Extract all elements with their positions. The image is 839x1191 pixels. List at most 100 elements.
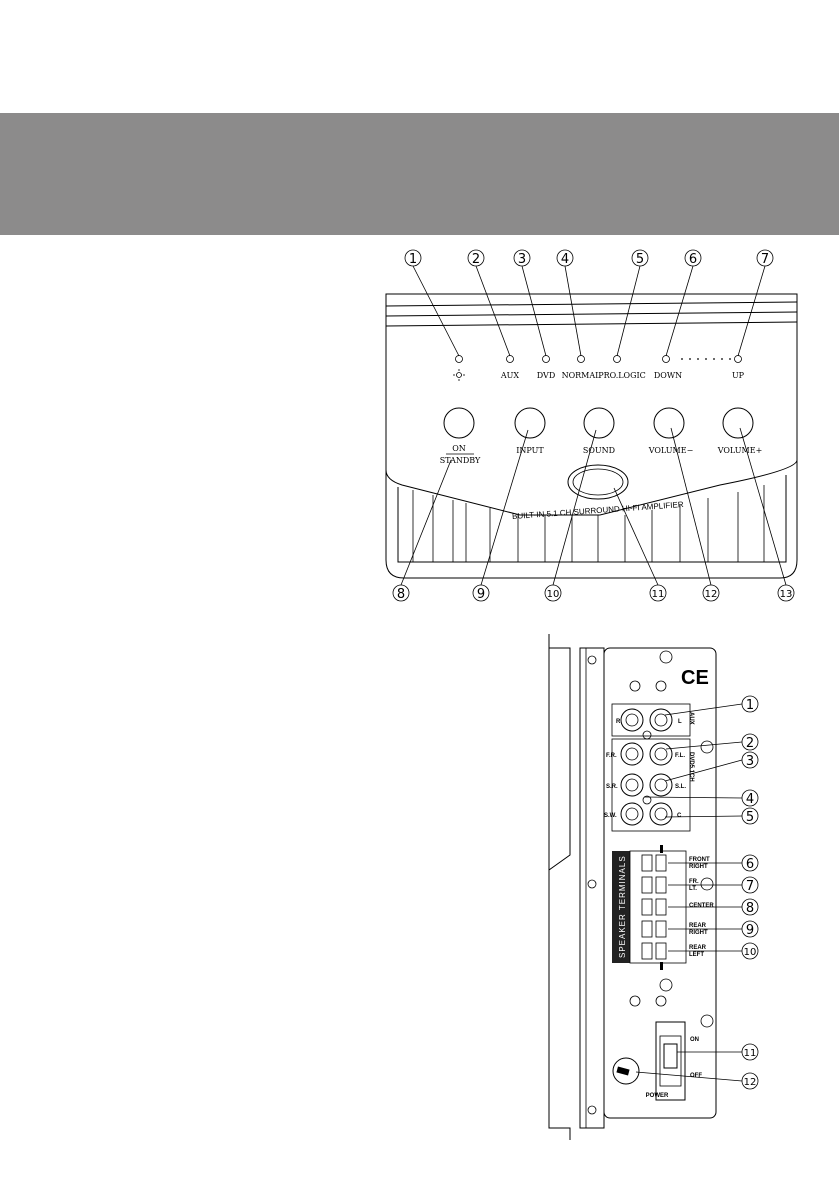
rail-screw <box>587 655 597 665</box>
rear-callout-8: 8 <box>746 901 754 916</box>
plate-screw <box>629 680 641 692</box>
terminal-5-line1: REAR <box>689 945 707 951</box>
up-indicator-label: UP <box>732 371 745 380</box>
terminal-clip[interactable] <box>655 920 667 938</box>
power-inlet[interactable] <box>612 1057 640 1085</box>
input-button[interactable] <box>514 407 546 439</box>
power-inlet-slot <box>616 1066 630 1076</box>
sound-button[interactable] <box>583 407 615 439</box>
fr-jack[interactable] <box>620 742 644 766</box>
front-callout-6: 6 <box>689 252 697 267</box>
callout-circle <box>741 695 759 713</box>
terminal-clip[interactable] <box>641 942 653 960</box>
panel-stripe <box>385 321 798 327</box>
terminal-clip[interactable] <box>641 876 653 894</box>
callout-circle <box>702 584 720 602</box>
front-callout-10: 10 <box>547 589 560 600</box>
standby-button[interactable] <box>443 407 475 439</box>
aux-label: AUX <box>688 712 694 725</box>
aux-led <box>506 355 514 363</box>
rear-plate <box>603 647 717 1119</box>
sw-label: S.W. <box>604 813 617 819</box>
front-callout-11: 11 <box>652 589 665 600</box>
front-panel-diagram: 1 2 3 4 5 6 7 <box>385 249 798 602</box>
terminal-clip[interactable] <box>655 898 667 916</box>
plate-screw <box>659 650 673 664</box>
front-callout-12: 12 <box>705 589 718 600</box>
terminal-clip[interactable] <box>641 898 653 916</box>
callout-circle <box>741 942 759 960</box>
front-leaders-bottom <box>400 427 787 586</box>
speaker-terminals-title: SPEAKER TERMINALS <box>618 855 627 958</box>
callout-circle <box>741 1072 759 1090</box>
prologic-led <box>613 355 621 363</box>
terminal-clip[interactable] <box>655 854 667 872</box>
speaker-terminal-rows <box>641 854 667 960</box>
terminal-1-line1: FRONT <box>689 857 710 863</box>
normal-led <box>577 355 585 363</box>
rear-cut-edge <box>548 634 571 1140</box>
ce-mark: CE <box>681 667 709 689</box>
sw-jack[interactable] <box>620 802 644 826</box>
down-indicator-label: DOWN <box>654 371 682 380</box>
panel-stripe <box>385 301 798 307</box>
plate-screw <box>700 1014 714 1028</box>
speaker-terminal-block <box>629 850 687 964</box>
fl-jack[interactable] <box>649 742 673 766</box>
fr-label: F.R. <box>606 753 617 759</box>
aux-indicator-label: AUX <box>500 371 520 380</box>
volume-down-led <box>662 355 670 363</box>
front-leaders-top <box>412 265 766 357</box>
terminal-clip[interactable] <box>641 920 653 938</box>
rear-callout-10: 10 <box>744 947 757 958</box>
rear-leaders <box>635 703 743 1082</box>
front-callouts-top: 1 2 3 4 5 6 7 <box>404 249 774 267</box>
panel-stripe <box>385 311 798 317</box>
terminal-4-line1: REAR <box>689 923 707 929</box>
terminal-tab <box>660 845 663 853</box>
callout-circle <box>741 751 759 769</box>
callout-circle <box>741 898 759 916</box>
fl-label: F.L. <box>675 753 685 759</box>
rear-callout-5: 5 <box>746 810 754 825</box>
aux-r-jack[interactable] <box>620 708 644 732</box>
remote-sensor-window <box>567 464 629 500</box>
grille-slots <box>412 485 765 562</box>
terminal-1-line2: RIGHT <box>689 864 708 870</box>
front-callout-5: 5 <box>636 252 644 267</box>
volume-down-label: VOLUME− <box>648 446 694 455</box>
volume-up-button[interactable] <box>722 407 754 439</box>
on-label: ON <box>452 444 466 453</box>
plate-screw <box>700 877 714 891</box>
callout-circle <box>741 807 759 825</box>
rear-callout-12: 12 <box>744 1077 757 1088</box>
speaker-terminals-banner <box>612 851 630 963</box>
standby-label: STANDBY <box>440 456 481 465</box>
rear-callout-9: 9 <box>746 923 754 938</box>
aux-l-jack[interactable] <box>649 708 673 732</box>
terminal-clip[interactable] <box>641 854 653 872</box>
aux-block <box>611 703 691 737</box>
center-jack[interactable] <box>649 802 673 826</box>
terminal-2-line2: LT. <box>689 886 697 892</box>
sr-jack[interactable] <box>620 773 644 797</box>
front-callout-3: 3 <box>518 252 526 267</box>
prologic-indicator-label: PRO.LOGIC <box>598 371 646 380</box>
volume-down-button[interactable] <box>653 407 685 439</box>
indicator-leds <box>455 355 742 363</box>
c-label: C <box>677 813 682 819</box>
front-callout-7: 7 <box>761 252 769 267</box>
rear-callout-4: 4 <box>746 792 754 807</box>
plate-screw <box>629 995 641 1007</box>
terminal-clip[interactable] <box>655 942 667 960</box>
header-band <box>0 113 839 235</box>
standby-sun-icon <box>453 369 465 381</box>
callout-circle <box>741 789 759 807</box>
callout-circle <box>741 920 759 938</box>
rail-screw <box>587 879 597 889</box>
power-switch[interactable] <box>663 1043 678 1069</box>
sl-jack[interactable] <box>649 773 673 797</box>
volume-level-dots <box>681 358 731 360</box>
terminal-clip[interactable] <box>655 876 667 894</box>
sound-label: SOUND <box>583 446 615 455</box>
